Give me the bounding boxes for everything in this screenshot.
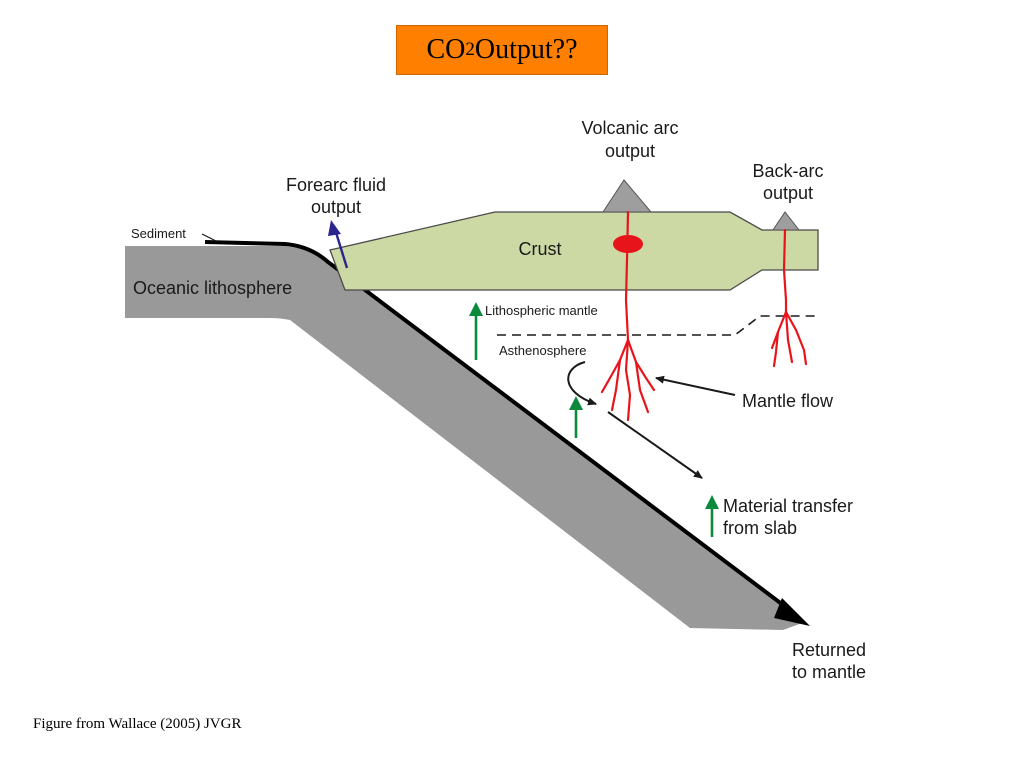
material-transfer-label-line2: from slab [723, 518, 797, 538]
forearc-label-line2: output [311, 197, 361, 217]
sediment-label: Sediment [131, 226, 186, 241]
material-transfer-label-line1: Material transfer [723, 496, 853, 516]
oceanic-lithosphere-slab [125, 246, 805, 630]
volcanic-arc-volcano [602, 179, 653, 213]
figure-caption: Figure from Wallace (2005) JVGR [33, 716, 242, 732]
green-up-arrows [469, 302, 719, 537]
material-transfer-arrow [607, 411, 703, 479]
title-prefix: CO [426, 34, 466, 65]
forearc-arrowhead-icon [328, 220, 341, 236]
asthenosphere-label: Asthenosphere [499, 343, 586, 358]
back-arc-label-line2: output [763, 183, 813, 203]
sediment-leader-line [201, 233, 217, 242]
back-arc-magma-pathways [770, 228, 808, 368]
lithospheric-mantle-label: Lithospheric mantle [485, 303, 598, 318]
returned-label-line1: Returned [792, 640, 866, 660]
slab-arrowhead [774, 598, 810, 626]
forearc-label-line1: Forearc fluid [286, 175, 386, 195]
crust-label: Crust [518, 239, 561, 259]
back-arc-volcano [772, 211, 801, 231]
volcanic-arc-label-line2: output [605, 141, 655, 161]
back-arc-label-line1: Back-arc [752, 161, 823, 181]
mantle-flow-label: Mantle flow [742, 391, 834, 411]
oceanic-lithosphere-label: Oceanic lithosphere [133, 278, 292, 298]
mantle-flow-loop-arrow [567, 361, 597, 406]
returned-label-line2: to mantle [792, 662, 866, 682]
volcanic-arc-label-line1: Volcanic arc [581, 118, 678, 138]
slab-top-line [204, 240, 797, 616]
title-suffix: Output?? [474, 34, 578, 65]
lithosphere-asthenosphere-boundary [497, 315, 818, 336]
title-subscript: 2 [465, 39, 475, 60]
crust-layer [329, 211, 819, 291]
mantle-flow-pointer-arrow [655, 375, 736, 396]
magma-chamber [613, 235, 643, 253]
